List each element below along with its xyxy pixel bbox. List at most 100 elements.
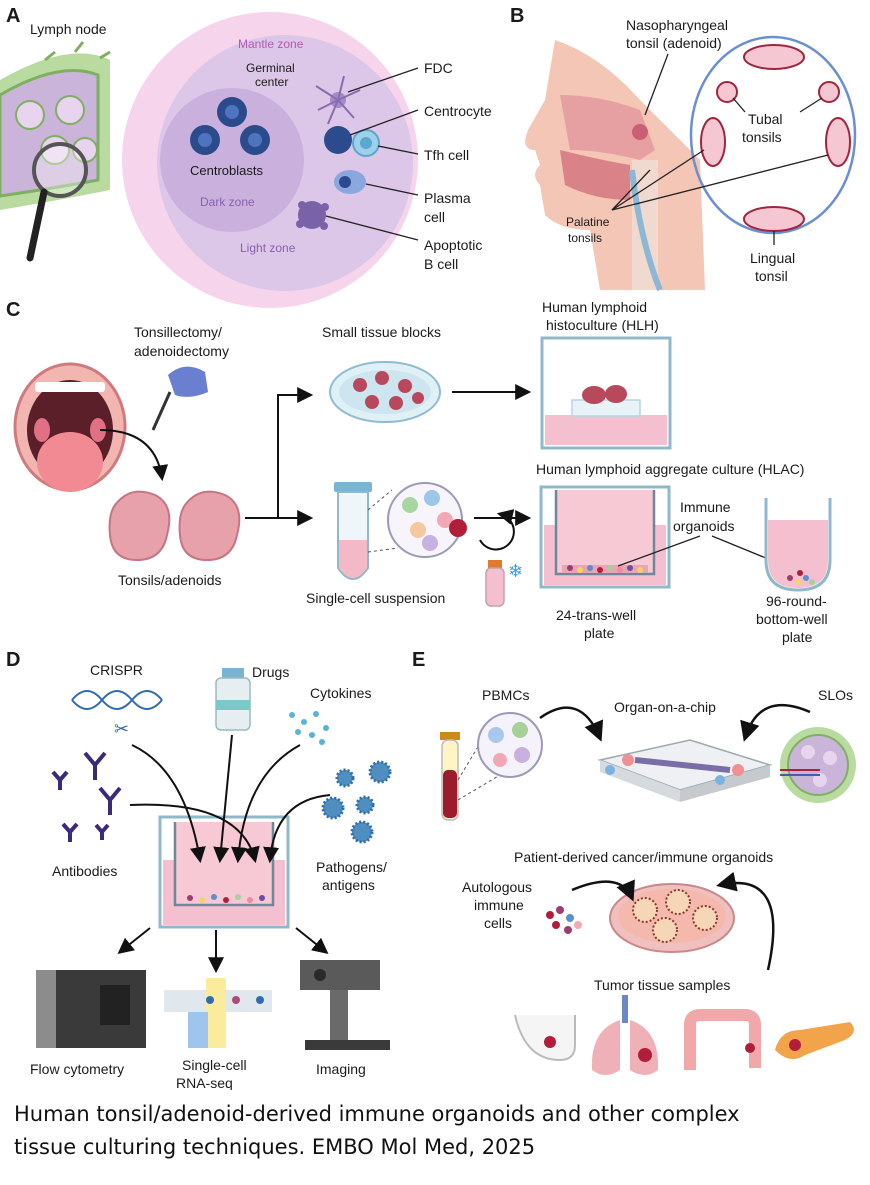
pancreas-icon — [775, 1022, 854, 1059]
organ-chip-arrows — [539, 703, 811, 742]
round-well-label-2: bottom-well — [756, 611, 828, 627]
germinal-center-label-2: center — [255, 75, 288, 89]
small-tissue-blocks-label: Small tissue blocks — [322, 324, 441, 340]
apoptotic-cell-icon — [296, 201, 329, 230]
tonsillectomy-label-1: Tonsillectomy/ — [134, 324, 222, 340]
palatine-label-2: tonsils — [568, 231, 602, 245]
magnifier-icon — [26, 142, 88, 262]
antibodies-icon — [51, 751, 122, 842]
immune-organoids-label-2: organoids — [673, 518, 735, 534]
tonsils-adenoids-label: Tonsils/adenoids — [118, 572, 222, 588]
centrocyte-cell-icon — [324, 126, 352, 154]
plasma-cell-icon — [334, 170, 366, 194]
centroblasts-label: Centroblasts — [190, 163, 263, 178]
tubal-label-2: tonsils — [742, 129, 782, 145]
single-cell-suspension-label: Single-cell suspension — [306, 590, 445, 606]
antibodies-label: Antibodies — [52, 863, 117, 879]
round-well-label-1: 96-round- — [766, 593, 827, 609]
centrocyte-label: Centrocyte — [424, 103, 492, 119]
panel-label-c: C — [6, 299, 20, 321]
inputs-arrows — [129, 734, 331, 864]
readout-arrows — [117, 927, 329, 974]
split-arrows — [245, 387, 314, 526]
plasma-label-2: cell — [424, 209, 445, 225]
lingual-label-1: Lingual — [750, 250, 795, 266]
palatine-right-shape — [825, 117, 851, 167]
organoid-arrows — [571, 871, 775, 971]
scalpel-hand-icon — [151, 366, 208, 431]
cryovial-icon — [485, 560, 505, 607]
culture-well-d-icon — [158, 815, 290, 929]
panel-a-leader-lines — [325, 67, 419, 241]
trans-well-label-2: plate — [584, 625, 615, 641]
scrna-label-1: Single-cell — [182, 1057, 247, 1073]
tubal-label-1: Tubal — [748, 111, 783, 127]
crispr-label: CRISPR — [90, 662, 143, 678]
lingual-shape — [743, 206, 805, 232]
scissors-icon: ✂ — [114, 719, 129, 740]
patient-derived-label: Patient-derived cancer/immune organoids — [514, 849, 773, 865]
dna-helix-icon — [71, 690, 163, 710]
round-well-label-3: plate — [782, 629, 813, 645]
autologous-label-2: immune — [474, 897, 524, 913]
panel-label-b: B — [510, 5, 524, 27]
palatine-label-1: Palatine — [566, 215, 610, 229]
dark-zone-label: Dark zone — [200, 195, 255, 209]
nasopharyngeal-leader — [644, 53, 669, 116]
freeze-cycle-arrow — [479, 509, 515, 551]
organ-chip-label: Organ-on-a-chip — [614, 699, 716, 715]
pbmcs-label: PBMCs — [482, 687, 529, 703]
slo-icon — [780, 727, 856, 803]
organ-chip-icon — [597, 739, 773, 802]
pathogens-icon — [321, 760, 392, 844]
nasopharyngeal-label-2: tonsil (adenoid) — [626, 35, 722, 51]
tfh-cell-icon — [352, 129, 380, 157]
immune-organoids-label-1: Immune — [680, 499, 731, 515]
plasma-label-1: Plasma — [424, 190, 471, 206]
tubal-right-shape — [818, 81, 840, 103]
light-zone-label: Light zone — [240, 241, 296, 255]
hlh-well-icon — [540, 336, 672, 450]
tumor-samples-label: Tumor tissue samples — [594, 977, 730, 993]
tumor-dish-icon — [609, 883, 735, 953]
breast-icon — [514, 1014, 576, 1062]
flow-cytometer-icon — [36, 970, 146, 1048]
imaging-label: Imaging — [316, 1061, 366, 1077]
trans-well-label-1: 24-trans-well — [556, 607, 636, 623]
mouth-to-tonsils-arrow — [99, 429, 169, 482]
drug-vial-icon — [215, 668, 251, 731]
caption-line-1: Human tonsil/adenoid-derived immune orga… — [14, 1102, 740, 1126]
scrna-label-2: RNA-seq — [176, 1075, 233, 1090]
pbmc-zoom-icon — [457, 712, 543, 801]
open-mouth-icon — [13, 362, 127, 492]
palatine-left-shape — [700, 117, 726, 167]
scrna-seq-icon — [164, 978, 272, 1048]
microscope-icon — [300, 960, 390, 1050]
centroblast-cells — [190, 97, 270, 155]
figure-canvas: A Lymph node Mantle zone Germinal center… — [0, 5, 857, 1090]
blood-tube-icon — [440, 732, 460, 821]
waldeyer-ring — [689, 35, 857, 235]
figure-caption: Human tonsil/adenoid-derived immune orga… — [14, 1098, 864, 1164]
cell-zoom-icon — [367, 482, 467, 558]
tonsils-icon — [108, 490, 241, 562]
caption-line-2: tissue culturing techniques. EMBO Mol Me… — [14, 1135, 536, 1159]
colon-icon — [684, 1009, 761, 1070]
tfh-cell-label: Tfh cell — [424, 147, 469, 163]
apoptotic-label-2: B cell — [424, 256, 458, 272]
hlac-label: Human lymphoid aggregate culture (HLAC) — [536, 461, 804, 477]
pathogens-label-1: Pathogens/ — [316, 859, 387, 875]
autologous-cells-icon — [546, 906, 582, 934]
dark-zone — [160, 88, 304, 232]
panel-label-a: A — [6, 5, 20, 27]
flow-cytometry-label: Flow cytometry — [30, 1061, 124, 1077]
hlh-label-2: histoculture (HLH) — [546, 317, 659, 333]
hlh-label-1: Human lymphoid — [542, 299, 647, 315]
autologous-label-1: Autologous — [462, 879, 532, 895]
pathogens-label-2: antigens — [322, 877, 375, 893]
slos-label: SLOs — [818, 687, 853, 703]
panel-b-leader-lines — [611, 97, 829, 245]
lymph-node-label: Lymph node — [30, 21, 107, 37]
cytokines-dots-icon — [289, 711, 329, 745]
tube-icon — [334, 482, 372, 580]
